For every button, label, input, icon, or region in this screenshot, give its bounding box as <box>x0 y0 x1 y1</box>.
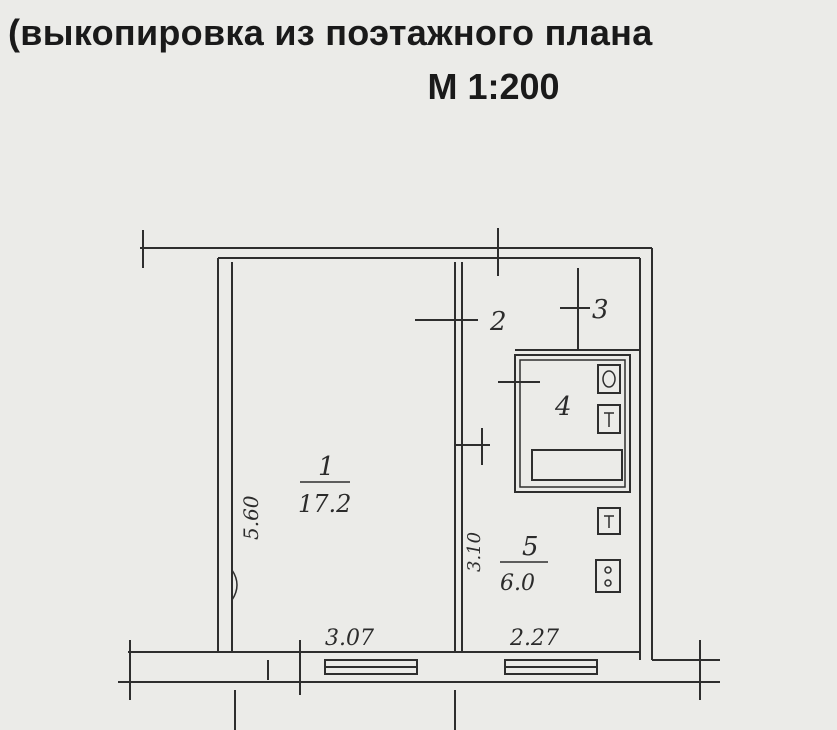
room1-length-dimension: 5.60 <box>239 495 263 540</box>
room1-number: 1 <box>318 452 335 482</box>
room5-number: 5 <box>522 532 539 562</box>
toilet-icon <box>597 404 621 434</box>
room2-number: 2 <box>489 307 507 337</box>
room4-bathroom <box>498 354 631 493</box>
partition-wall <box>454 262 490 652</box>
window-room5 <box>504 659 598 675</box>
room5-length-dimension: 3.10 <box>464 532 485 572</box>
room5-width-dimension: 2.27 <box>509 626 559 651</box>
stove-icon <box>595 559 621 593</box>
scale-label: М 1:200 <box>427 66 560 107</box>
bottom-wall <box>118 640 720 730</box>
room5-area: 6.0 <box>500 571 535 596</box>
room3-number: 3 <box>592 295 609 325</box>
kitchen-fixtures <box>595 507 621 593</box>
kitchen-sink-icon <box>597 507 621 535</box>
room3-walls <box>515 268 640 351</box>
sink-icon <box>597 364 621 394</box>
room1-width-dimension: 3.07 <box>325 626 374 651</box>
room1-area: 17.2 <box>298 490 351 518</box>
room1-left-wall <box>217 258 238 652</box>
top-wall <box>140 228 653 660</box>
room4-number: 4 <box>554 392 572 422</box>
window-room1 <box>324 659 418 675</box>
bathtub-icon <box>531 449 623 481</box>
document-subtitle: (выкопировка из поэтажного плана <box>8 12 653 53</box>
